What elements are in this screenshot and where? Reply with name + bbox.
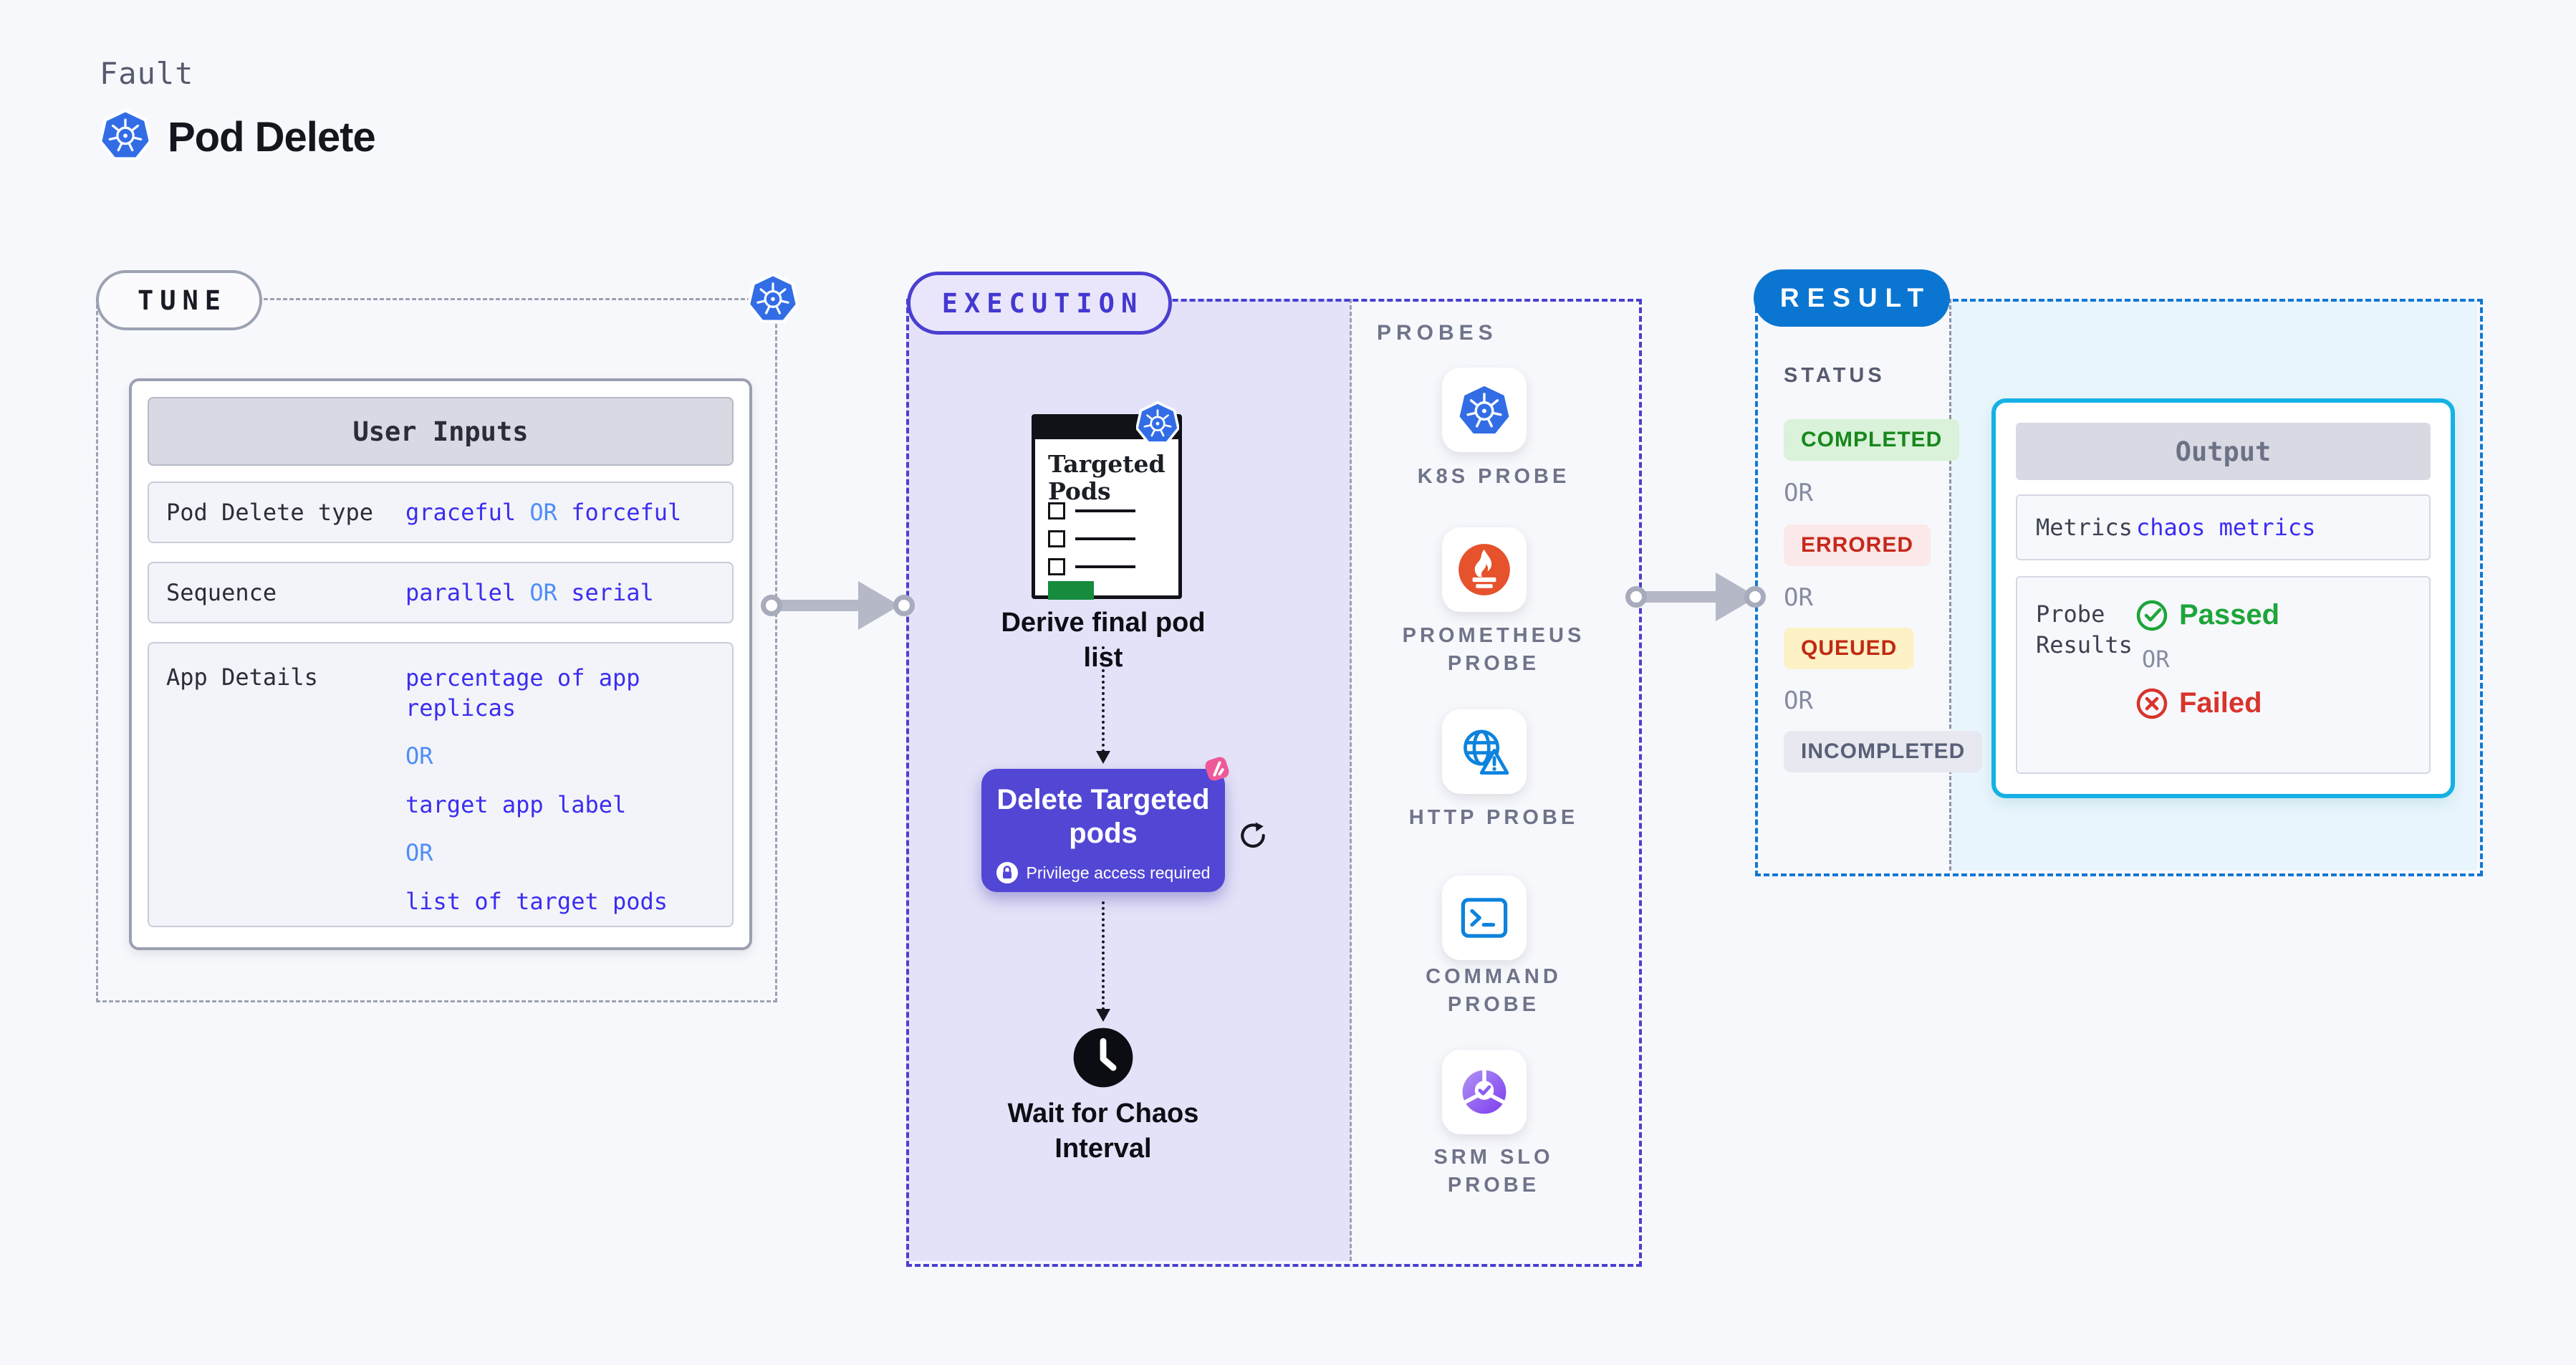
arrowhead (858, 581, 900, 630)
row-label: Pod Delete type (166, 499, 373, 526)
privilege-note: Privilege access required (996, 862, 1210, 884)
probe-results-values: Passed OR Failed (2136, 599, 2279, 719)
clock-icon (1073, 1028, 1133, 1088)
flow-connector (1102, 901, 1105, 1010)
chaos-icon (1205, 757, 1229, 781)
probes-divider (1350, 299, 1352, 1261)
x-circle-icon (2136, 688, 2168, 719)
user-inputs-card: User Inputs Pod Delete type graceful OR … (129, 378, 752, 950)
probes-title: PROBES (1377, 321, 1498, 345)
output-card: Output Metrics chaos metrics Probe Resul… (1991, 398, 2455, 798)
status-badge-errored: ERRORED (1784, 525, 1931, 566)
probe-label: PROMETHEUS PROBE (1402, 624, 1585, 676)
kubernetes-icon (748, 273, 798, 323)
kubernetes-icon (100, 109, 151, 161)
probe-card-k8s (1442, 368, 1527, 452)
probe-label: HTTP PROBE (1408, 806, 1579, 829)
kubernetes-icon (1136, 401, 1179, 444)
targeted-pods-card: Targeted Pods (1032, 414, 1182, 600)
metrics-label: Metrics (2036, 514, 2133, 541)
probe-label: COMMAND PROBE (1426, 965, 1562, 1017)
prometheus-icon (1458, 544, 1510, 595)
tune-pill: TUNE (96, 270, 262, 330)
pod-list-item (1048, 558, 1135, 575)
row-value: graceful OR forceful (405, 499, 682, 526)
row-value: parallel OR serial (405, 579, 654, 606)
delete-targeted-pods-node: Delete Targeted pods Privilege access re… (981, 769, 1225, 892)
row-sequence: Sequence parallel OR serial (148, 562, 734, 623)
passed-item: Passed (2136, 599, 2279, 631)
probe-results-label: Probe Results (2036, 600, 2133, 659)
probe-card-http (1442, 709, 1527, 794)
execution-pill-label: EXECUTION (941, 287, 1144, 319)
or-separator: OR (1784, 583, 1813, 612)
page-title: Pod Delete (168, 114, 376, 161)
arrowhead (1096, 1009, 1110, 1022)
targeted-pods-title: Targeted Pods (1048, 450, 1166, 505)
status-title: STATUS (1784, 364, 1885, 387)
arrow-execution-to-result (1644, 591, 1723, 603)
failed-item: Failed (2136, 687, 2279, 719)
terminal-icon (1461, 898, 1508, 938)
fault-eyebrow: Fault (100, 56, 194, 91)
row-label: App Details (166, 664, 318, 691)
kubernetes-icon (1457, 383, 1512, 437)
metrics-row: Metrics chaos metrics (2016, 494, 2431, 560)
row-label: Sequence (166, 579, 277, 606)
arrow-tune-to-execution (779, 600, 864, 611)
output-header: Output (2016, 423, 2431, 480)
connector-dot (761, 595, 782, 616)
probe-label: K8S PROBE (1417, 465, 1570, 488)
pod-list-item (1048, 530, 1135, 547)
status-divider (1949, 299, 1951, 871)
execution-pill: EXECUTION (907, 272, 1172, 335)
probe-results-row: Probe Results Passed OR Failed (2016, 576, 2431, 774)
slo-donut-icon (1462, 1068, 1506, 1114)
lock-icon (996, 862, 1018, 884)
tune-section-frame (96, 298, 777, 1002)
check-circle-icon (2136, 600, 2168, 631)
connector-dot (1625, 586, 1647, 608)
pod-list-item (1048, 502, 1135, 519)
or-separator: OR (2142, 646, 2170, 673)
result-pill: RESULT (1754, 269, 1950, 327)
flow-connector (1102, 646, 1105, 752)
retry-loop-icon (1241, 822, 1265, 848)
derive-pod-list-label: Derive final pod list (1001, 608, 1206, 674)
row-pod-delete-type: Pod Delete type graceful OR forceful (148, 482, 734, 543)
result-pill-label: RESULT (1779, 283, 1932, 312)
probe-card-command (1442, 876, 1527, 960)
tune-pill-label: TUNE (137, 284, 228, 316)
status-badge-incompleted: INCOMPLETED (1784, 731, 1983, 772)
row-value: percentage of app replicas OR target app… (405, 664, 668, 915)
globe-warning-icon (1464, 729, 1509, 775)
connector-dot (893, 595, 915, 616)
status-badge-queued: QUEUED (1784, 628, 1915, 669)
user-inputs-header: User Inputs (148, 397, 734, 466)
status-badge-completed: COMPLETED (1784, 419, 1960, 461)
wait-chaos-interval-label: Wait for Chaos Interval (1007, 1098, 1199, 1164)
probe-label: SRM SLO PROBE (1433, 1146, 1554, 1197)
or-separator: OR (1784, 479, 1813, 507)
execution-section-frame (906, 299, 1642, 1267)
probe-card-prometheus (1442, 527, 1527, 612)
probe-card-srm-slo (1442, 1050, 1527, 1134)
delete-node-title: Delete Targeted pods (996, 784, 1210, 850)
or-separator: OR (1784, 686, 1813, 715)
arrowhead (1096, 751, 1110, 764)
progress-bar (1048, 581, 1094, 600)
connector-dot (1744, 586, 1766, 608)
metrics-value: chaos metrics (2136, 514, 2316, 541)
row-app-details: App Details percentage of app replicas O… (148, 642, 734, 927)
